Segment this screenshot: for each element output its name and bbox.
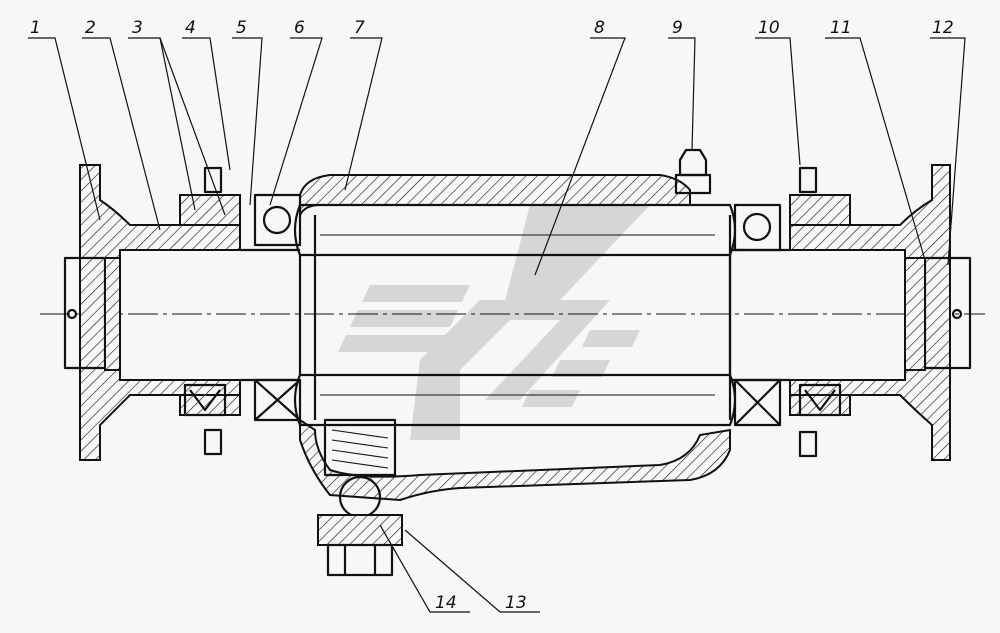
- callout-10: 10: [758, 18, 780, 38]
- callout-1: 1: [30, 18, 41, 38]
- shaft: [293, 203, 737, 427]
- lower-valve: [317, 418, 403, 577]
- left-bearings: [179, 166, 302, 456]
- grease-fitting: [674, 148, 712, 195]
- callout-2: 2: [85, 18, 96, 38]
- callout-11: 11: [830, 18, 852, 38]
- callout-7: 7: [354, 18, 365, 38]
- callout-8: 8: [594, 18, 605, 38]
- callout-3: 3: [132, 18, 143, 38]
- callout-5: 5: [236, 18, 247, 38]
- leader-lines: [28, 37, 966, 613]
- callout-4: 4: [185, 18, 196, 38]
- callout-labels: 1 2 3 4 5 6 7 8 9 10 11 12 13 14: [30, 18, 954, 613]
- callout-9: 9: [672, 18, 683, 38]
- right-bearings: [733, 166, 851, 458]
- callout-12: 12: [932, 18, 954, 38]
- callout-13: 13: [505, 593, 527, 613]
- callout-6: 6: [294, 18, 305, 38]
- watermark-logo: [338, 205, 650, 440]
- callout-14: 14: [435, 593, 457, 613]
